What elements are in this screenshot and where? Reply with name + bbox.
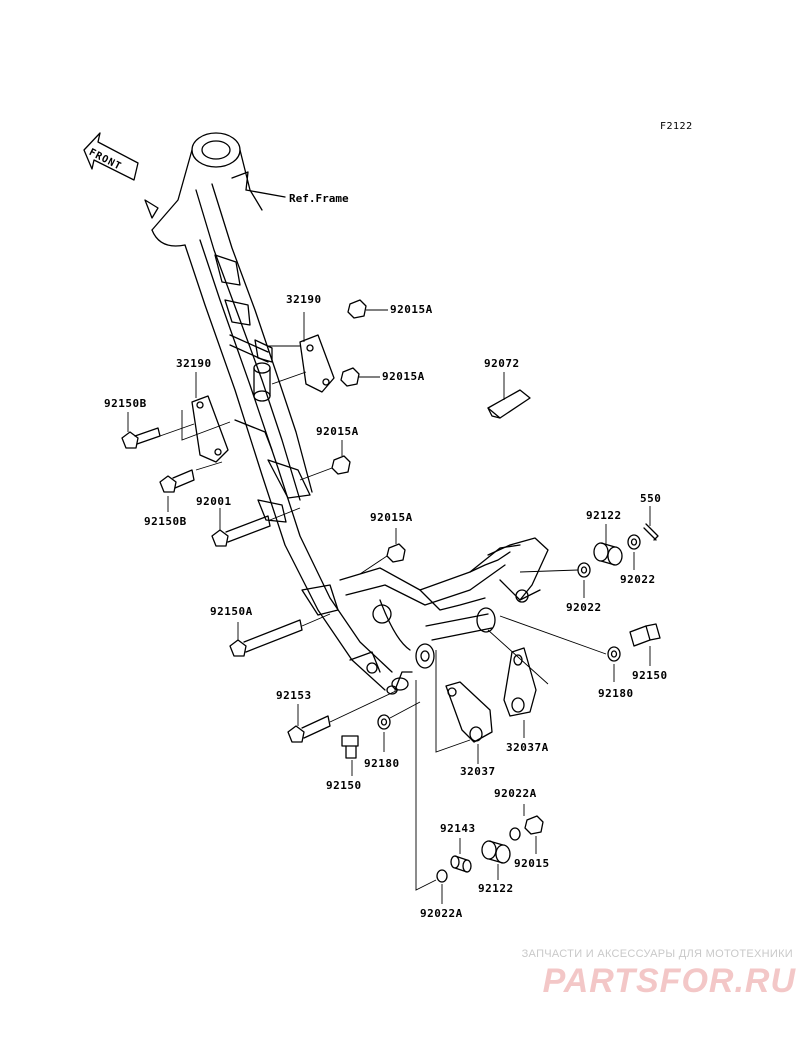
- ref-line-92015a-3: [299, 467, 333, 481]
- washer-92022a-lower: [436, 869, 448, 883]
- bracket-32037a: [503, 647, 537, 717]
- ref-line-right-axis: [487, 629, 549, 685]
- sleeve-92143: [450, 855, 472, 873]
- collar-92122-lower: [481, 840, 511, 864]
- part-label[interactable]: 32037: [460, 765, 496, 778]
- part-label[interactable]: 92150: [632, 669, 668, 682]
- washer-92180-lower: [377, 714, 391, 730]
- part-label[interactable]: 92122: [478, 882, 514, 895]
- pin-550: [643, 523, 659, 541]
- part-label[interactable]: 92022: [566, 601, 602, 614]
- nut-92015a-4: [386, 543, 406, 563]
- part-label[interactable]: 92022: [620, 573, 656, 586]
- washer-92180-right: [607, 646, 621, 662]
- part-label[interactable]: 92150: [326, 779, 362, 792]
- front-arrow-icon: [83, 132, 139, 181]
- ref-line-92150a: [301, 613, 331, 627]
- bolt-92153: [287, 715, 331, 743]
- ref-line-upper-right: [519, 569, 579, 573]
- ref-line-92015a-4: [359, 555, 388, 575]
- ref-line-92001: [269, 507, 301, 521]
- ref-line-bolt-92153: [329, 689, 399, 723]
- bolt-92150b-lower: [159, 469, 195, 493]
- part-label[interactable]: 92001: [196, 495, 232, 508]
- part-label[interactable]: 32190: [286, 293, 322, 306]
- part-label[interactable]: 32037A: [506, 741, 549, 754]
- part-label[interactable]: 92015A: [382, 370, 425, 383]
- ref-line-lower-axis: [415, 680, 437, 891]
- ref-line-bracket-left: [435, 650, 471, 753]
- part-label[interactable]: 92180: [598, 687, 634, 700]
- bolt-92001: [211, 515, 271, 547]
- washer-92022-left: [577, 562, 591, 578]
- bolt-92150-right: [629, 623, 661, 647]
- part-label[interactable]: 92015A: [316, 425, 359, 438]
- ref-line-bracket-upper: [268, 345, 307, 385]
- figure-code: F2122: [660, 121, 693, 132]
- clip-92072: [487, 389, 531, 419]
- nut-92015a-2: [340, 367, 360, 387]
- part-label[interactable]: 92180: [364, 757, 400, 770]
- part-label[interactable]: 92022A: [420, 907, 463, 920]
- bracket-32190-upper: [299, 334, 335, 393]
- part-label[interactable]: 92153: [276, 689, 312, 702]
- bracket-32190-lower: [191, 395, 229, 463]
- ref-line-rear: [499, 615, 607, 655]
- part-label[interactable]: 92150B: [104, 397, 147, 410]
- part-label[interactable]: 92022A: [494, 787, 537, 800]
- part-label[interactable]: 92072: [484, 357, 520, 370]
- part-label[interactable]: 92015A: [390, 303, 433, 316]
- ref-line-washer-92180: [389, 701, 421, 719]
- ref-line-lower-bracket: [159, 423, 223, 471]
- part-label[interactable]: 92150B: [144, 515, 187, 528]
- collar-92122-upper: [593, 542, 623, 566]
- frame-down-tube: [184, 183, 393, 691]
- watermark-logo[interactable]: PARTSFOR.RU: [542, 962, 796, 1000]
- bolt-92150-lower: [341, 735, 359, 759]
- part-label[interactable]: 550: [640, 492, 662, 505]
- frame-lower-cradle: [339, 537, 549, 695]
- part-label[interactable]: 92015: [514, 857, 550, 870]
- ref-frame-label: Ref.Frame: [289, 192, 349, 205]
- part-label[interactable]: 92150A: [210, 605, 253, 618]
- bracket-32037: [445, 681, 493, 743]
- part-label[interactable]: 92143: [440, 822, 476, 835]
- frame-cross-members: [229, 334, 273, 451]
- washer-92022-right: [627, 534, 641, 550]
- part-label[interactable]: 32190: [176, 357, 212, 370]
- bolt-92150a: [229, 619, 303, 657]
- frame-head-tube: [144, 132, 286, 247]
- part-label[interactable]: 92015A: [370, 511, 413, 524]
- part-label[interactable]: 92122: [586, 509, 622, 522]
- bolt-92150b-upper: [121, 427, 161, 449]
- nut-92015: [524, 815, 544, 835]
- watermark-caption: ЗАПЧАСТИ И АКСЕССУАРЫ ДЛЯ МОТОТЕХНИКИ: [521, 948, 793, 960]
- nut-92015a-1: [347, 299, 367, 319]
- leader-32190-lower: [181, 372, 231, 441]
- washer-92022a-upper: [509, 827, 521, 841]
- nut-92015a-3: [331, 455, 351, 475]
